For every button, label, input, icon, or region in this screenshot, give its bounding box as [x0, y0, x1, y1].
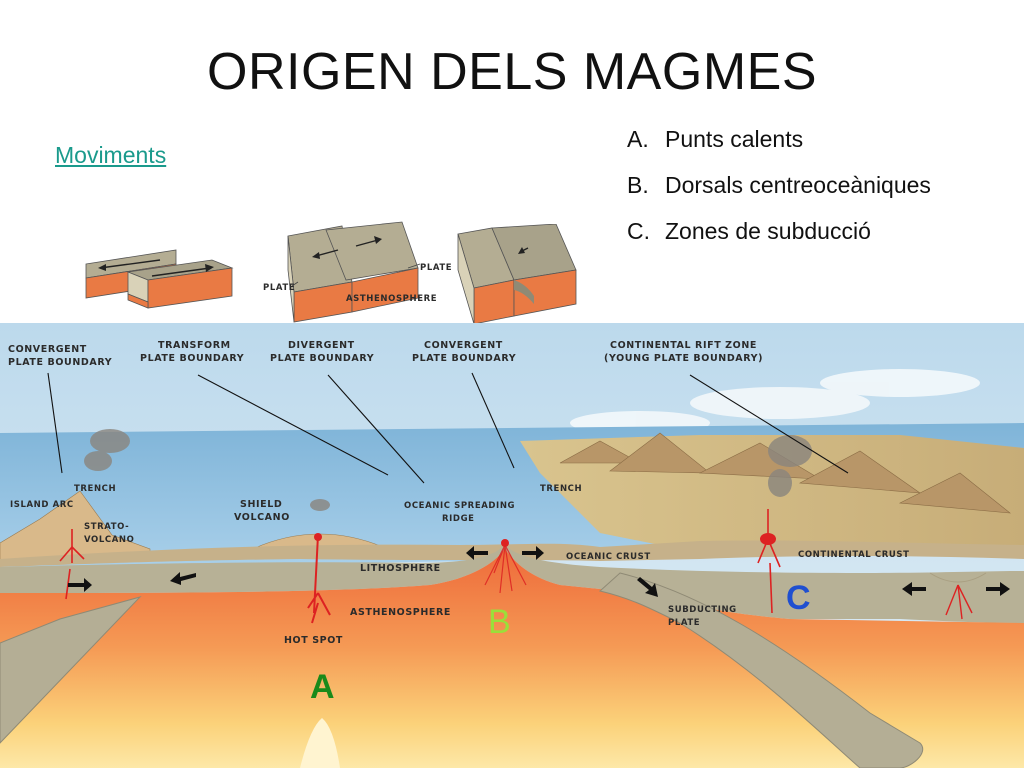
transform-block-diagram [85, 249, 234, 309]
divergent-block-diagram: PLATE PLATE ASTHENOSPHERE [263, 221, 452, 323]
list-text: Zones de subducció [665, 218, 871, 244]
list-letter: B. [627, 172, 649, 198]
asthenosphere-block-label: ASTHENOSPHERE [346, 294, 437, 304]
lithosphere-label: LITHOSPHERE [360, 563, 441, 574]
label-c: C [786, 579, 811, 617]
strato-label: STRATO- [84, 522, 129, 532]
subducting-label-b: PLATE [668, 618, 700, 628]
plate-label-right: PLATE [420, 263, 452, 273]
island-arc-label: ISLAND ARC [10, 500, 74, 510]
moviments-link[interactable]: Moviments [55, 142, 167, 168]
transform-label-b: PLATE BOUNDARY [140, 353, 244, 364]
convergent-block-diagram [457, 224, 577, 325]
list-letter: A. [627, 126, 649, 152]
convergent-label-1: CONVERGENT [8, 344, 87, 355]
label-b: B [488, 603, 511, 641]
rift-label: CONTINENTAL RIFT ZONE [610, 340, 757, 351]
convergent-label-1b: PLATE BOUNDARY [8, 357, 112, 368]
divergent-label-b: PLATE BOUNDARY [270, 353, 374, 364]
list-text: Dorsals centreoceàniques [665, 172, 931, 198]
page-title: ORIGEN DELS MAGMES [207, 43, 817, 101]
strato-label-b: VOLCANO [84, 535, 134, 545]
subducting-label: SUBDUCTING [668, 605, 737, 615]
oceanic-crust-label: OCEANIC CRUST [566, 552, 651, 562]
plate-label-left: PLATE [263, 283, 295, 293]
shield-label-b: VOLCANO [234, 512, 290, 523]
list-item: A. Punts calents [627, 124, 931, 170]
convergent-label-2: CONVERGENT [424, 340, 503, 351]
label-a: A [310, 668, 335, 706]
list-item: C. Zones de subducció [627, 216, 931, 262]
convergent-label-2b: PLATE BOUNDARY [412, 353, 516, 364]
hot-spot-label: HOT SPOT [284, 635, 343, 646]
ridge-label: OCEANIC SPREADING [404, 501, 515, 511]
continental-crust-label: CONTINENTAL CRUST [798, 550, 909, 560]
magma-origin-list: A. Punts calents B. Dorsals centreoceàniqu… [627, 124, 931, 262]
trench-label-1: TRENCH [74, 484, 116, 494]
asthenosphere-label: ASTHENOSPHERE [350, 607, 451, 618]
list-item: B. Dorsals centreoceàniques [627, 170, 931, 216]
divergent-label: DIVERGENT [288, 340, 355, 351]
shield-label: SHIELD [240, 499, 282, 510]
list-text: Punts calents [665, 126, 804, 152]
rift-label-b: (YOUNG PLATE BOUNDARY) [604, 353, 763, 364]
transform-label: TRANSFORM [158, 340, 231, 351]
plate-tectonics-diagram: CONVERGENT PLATE BOUNDARY TRANSFORM PLAT… [0, 323, 1024, 768]
list-letter: C. [627, 218, 650, 244]
ridge-label-b: RIDGE [442, 514, 475, 524]
trench-label-2: TRENCH [540, 484, 582, 494]
